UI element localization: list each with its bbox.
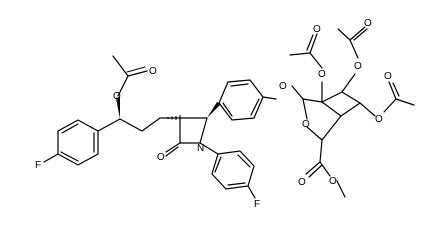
atom-o-acetyl-left-carbonyl: O: [149, 66, 157, 77]
atom-n-lactam: N: [197, 143, 204, 154]
chemical-structure-diagram: O O F O N F O O O O O O O O O O: [35, 18, 415, 210]
atom-o-ac3-carbonyl: O: [364, 18, 372, 29]
atom-label-group: O O F O N F O O O O O O O O O O: [35, 18, 392, 210]
atom-o-ac2-ester: O: [318, 69, 326, 80]
atom-o-ac2-carbonyl: O: [313, 24, 321, 35]
atom-o-ring: O: [302, 119, 310, 130]
atom-o-ac3-ester: O: [354, 61, 362, 72]
beta-lactam-ring: [165, 117, 208, 157]
stereo-wedge: [116, 97, 120, 119]
acetate-c4: [359, 81, 415, 117]
glucuronide-ring: [291, 85, 361, 163]
propyl-chain: [97, 117, 181, 132]
methyl-ester: [305, 161, 346, 198]
stereo-wedge-2: [207, 102, 221, 118]
stereo-hash: [167, 115, 181, 121]
phenyl-ring-central: [218, 79, 277, 121]
fluorophenyl-ring-bottom: [199, 142, 256, 199]
acetate-c3: [337, 26, 368, 93]
atom-o-aryl-ether: O: [279, 81, 287, 92]
acetate-left: [112, 55, 148, 97]
atom-f-bottom: F: [254, 199, 260, 210]
atom-o-methyl-ester-carbonyl: O: [298, 177, 306, 188]
atom-o-ac4-carbonyl: O: [384, 71, 392, 82]
atom-o-methyl-ester: O: [329, 176, 337, 187]
atom-o-acetyl-left-ester: O: [113, 91, 121, 102]
acetate-c2: [289, 33, 323, 103]
fluorophenyl-ring-left: [43, 119, 99, 166]
atom-f-left: F: [35, 160, 41, 171]
atom-o-ac4-ester: O: [375, 114, 383, 125]
atom-o-lactam: O: [157, 152, 165, 163]
